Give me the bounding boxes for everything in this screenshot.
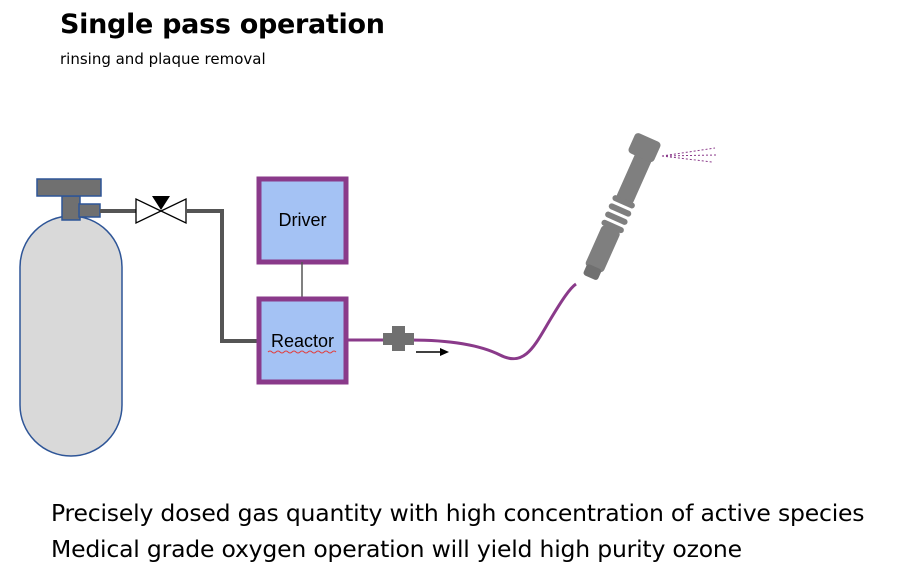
connector-icon xyxy=(383,326,414,351)
driver-box: Driver xyxy=(256,176,349,265)
caption-line-1: Precisely dosed gas quantity with high c… xyxy=(51,499,865,527)
gas-cylinder-icon xyxy=(19,178,123,457)
flow-arrow-icon xyxy=(416,348,449,356)
page-subtitle: rinsing and plaque removal xyxy=(60,50,266,68)
caption-line-2: Medical grade oxygen operation will yiel… xyxy=(51,535,742,563)
spray-icon xyxy=(661,147,717,163)
gas-pipe-to-reactor xyxy=(186,209,259,343)
page-title: Single pass operation xyxy=(60,9,385,40)
driver-label: Driver xyxy=(279,210,327,230)
reactor-box: Reactor xyxy=(256,296,349,385)
output-tube xyxy=(346,282,577,361)
valve-icon xyxy=(135,196,187,225)
handpiece-icon xyxy=(583,133,661,280)
spellcheck-underline xyxy=(267,350,337,354)
reactor-label: Reactor xyxy=(271,331,334,351)
